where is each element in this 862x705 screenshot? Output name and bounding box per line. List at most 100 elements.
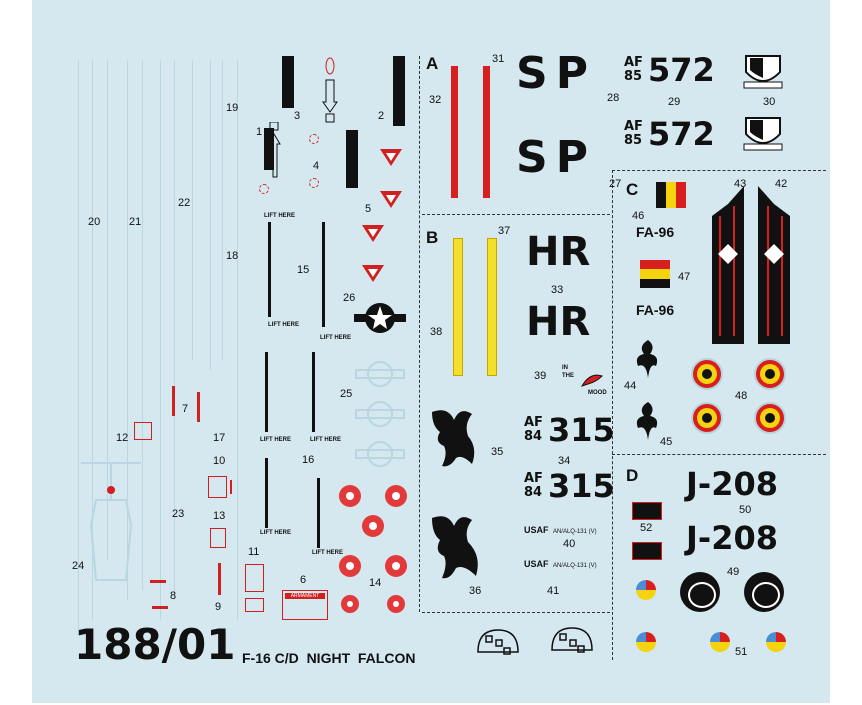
decal-number: 22 [178,197,191,209]
faint-stripe [222,60,223,360]
danger-triangle [380,191,402,208]
faint-stripe [142,60,143,590]
red-box [245,564,264,592]
ejection-seat-outline [81,462,141,581]
decal-number: 17 [213,432,226,444]
decal-number: 14 [369,577,382,589]
serial-number: 572 [648,115,715,153]
red-box [208,476,227,498]
decal-number: 18 [226,250,239,262]
section-divider [612,170,613,660]
faint-stripe [127,60,128,600]
decal-number: 3 [294,110,301,122]
section-label-d: D [626,466,639,485]
nose-art-text: THE [562,373,574,379]
decal-number: 19 [226,102,239,114]
tail-code-hr: HR [526,299,591,345]
belgian-flag [656,182,686,208]
decal-number: 12 [116,432,129,444]
decal-number: 41 [547,585,560,597]
serial-year: 85 [624,69,643,84]
stencil-panel [393,56,405,126]
decal-number: 27 [609,178,622,190]
decal-number: 26 [343,292,356,304]
section-label-c: C [626,180,639,199]
decal-number: 7 [182,403,189,415]
decal-number: 15 [297,264,310,276]
section-divider [422,612,610,613]
serial-number: 315 [548,411,615,449]
belgian-roundels [691,358,786,434]
decal-number: 42 [775,178,788,190]
wing-crest-badge [743,117,783,151]
af-label: AF [524,415,543,430]
decal-number: 45 [660,436,673,448]
decal-number: 11 [248,546,260,558]
thistle-emblem [636,402,658,440]
pod-type-text: AN/ALQ-131 (V) [552,529,597,535]
section-divider [419,56,420,612]
tail-band-checkered [712,186,790,344]
in-the-mood-art: IN THE [562,364,574,380]
j208-serial: J-208 [686,519,778,557]
af-label: AF [624,119,643,134]
lift-here-label: LIFT HERE [264,213,295,219]
eagle-emblem [432,410,475,467]
thistle-emblem [636,340,658,378]
lift-bar [322,222,325,327]
decal-number: 35 [491,446,504,458]
decal-number: 10 [213,455,226,467]
stencil-panel [282,56,294,108]
us-star-insignia [354,303,406,333]
section-divider [612,170,826,171]
decal-number: 20 [88,216,101,228]
serial-year: 84 [524,429,543,444]
tiger-face [688,582,716,608]
decal-number: 40 [563,538,576,550]
sheet-title: F-16 C/D NIGHT FALCON [242,650,416,666]
lift-here-label: LIFT HERE [320,335,351,341]
red-bar [150,580,166,583]
red-square [134,422,152,440]
decal-number: 25 [340,388,353,400]
decal-number: 37 [498,225,511,237]
decal-number: 4 [313,160,320,172]
tail-code-hr: HR [526,229,591,275]
rescue-arrow [269,122,281,178]
faint-stripe [237,60,238,620]
decal-number: 46 [632,210,645,222]
red-box [210,528,226,548]
serial-number: 315 [548,467,615,505]
belgian-flag [640,260,670,288]
section-label-b: B [426,228,439,247]
decal-sheet: 19 1 20 21 22 18 23 24 3 2 4 5 LIFT HERE… [32,0,830,703]
nose-art-text: MOOD [588,390,607,396]
usaf-text: USAF [524,525,549,535]
serial-year: 84 [524,485,543,500]
j208-serial: J-208 [686,465,778,503]
tail-code-sp: SP [516,132,596,183]
danger-triangle [362,265,384,282]
serial-year: 85 [624,133,643,148]
serial-number: 572 [648,51,715,89]
decal-number: 21 [129,216,142,228]
armament-panel: ARMAMENT [282,590,328,620]
data-plate [632,542,662,560]
faint-stripe [210,60,211,370]
usaf-pod-label: USAF AN/ALQ-131 (V) [524,554,597,572]
armament-label: ARMAMENT [285,593,325,599]
tiger-face [752,582,780,608]
lowvis-star-insignia [355,361,405,467]
decal-number: 36 [469,585,482,597]
decal-number: 2 [378,110,385,122]
usaf-pod-label: USAF AN/ALQ-131 (V) [524,520,597,538]
af-label: AF [624,55,643,70]
nose-art-figure [580,374,603,387]
red-bar [218,563,221,595]
lift-here-label: LIFT HERE [310,437,341,443]
section-divider [422,214,610,215]
usaf-text: USAF [524,559,549,569]
decal-number: 33 [551,284,564,296]
faint-stripe [78,60,79,630]
decal-number: 29 [668,96,681,108]
